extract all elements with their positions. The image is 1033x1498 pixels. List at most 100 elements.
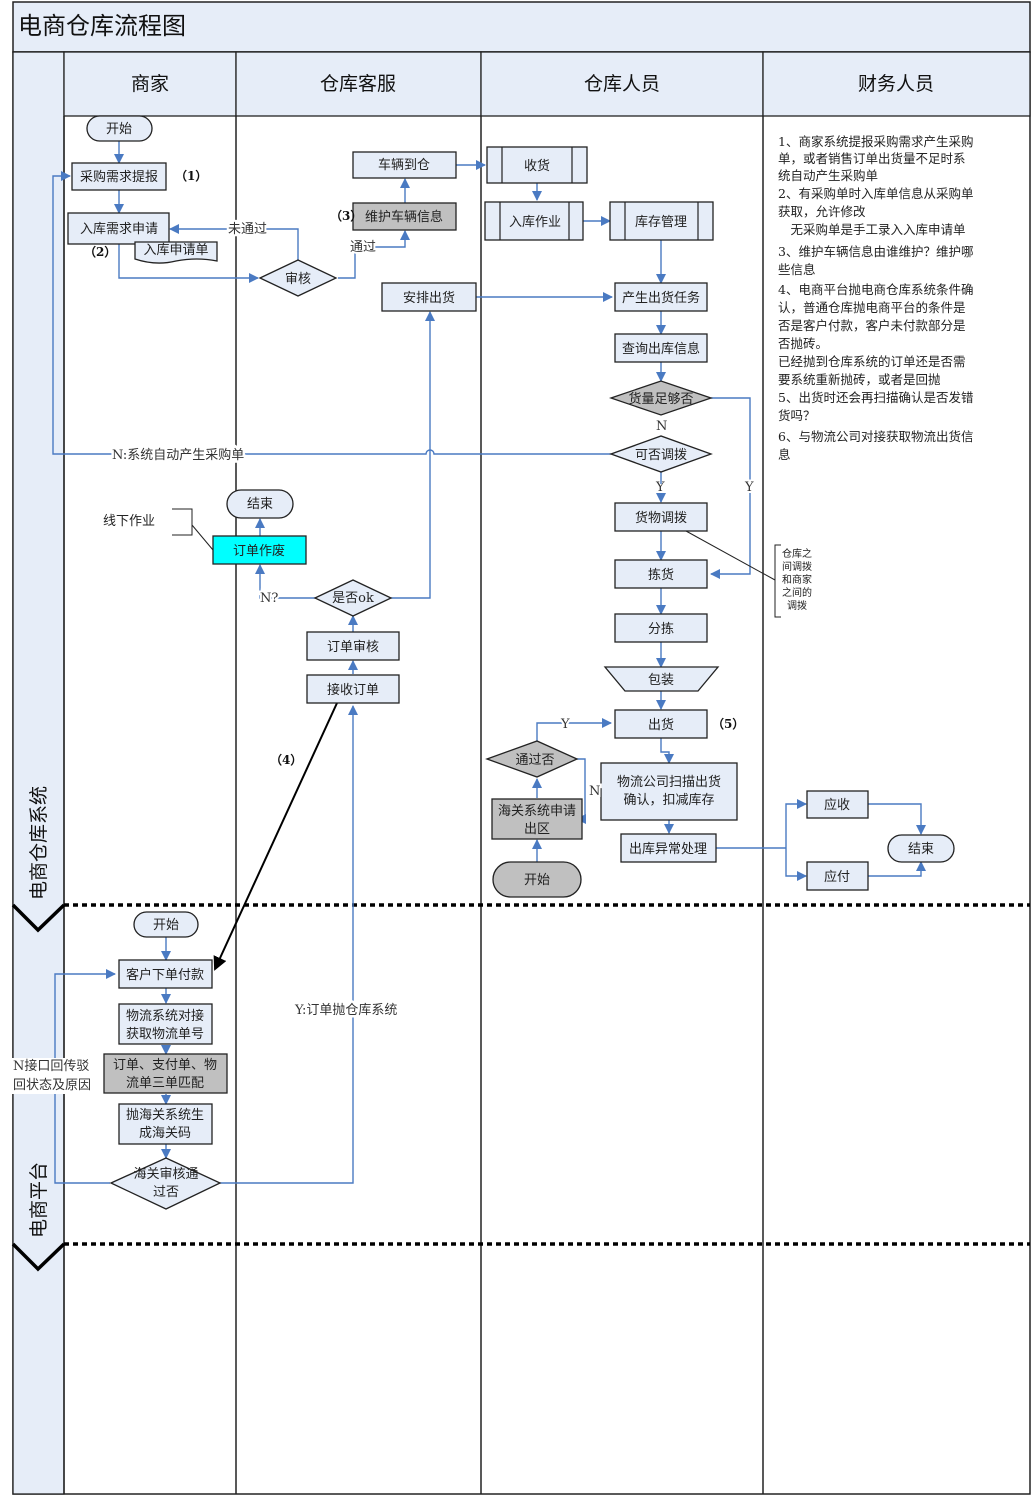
svg-text:客户下单付款: 客户下单付款 <box>126 967 204 983</box>
label-y: Y <box>655 480 665 495</box>
node-packing[interactable]: 包装 <box>603 666 720 692</box>
note-transfer: 仓库之 间调拨 和商家 之间的 调拨 <box>782 547 812 612</box>
node-end-service[interactable]: 结束 <box>226 489 294 519</box>
lane-title-finance: 财务人员 <box>858 73 934 95</box>
node-inbound-work[interactable]: 入库作业 <box>484 201 584 241</box>
lane-title-service: 仓库客服 <box>320 73 396 95</box>
svg-text:5、出货时还会再扫描确认是否发错: 5、出货时还会再扫描确认是否发错 <box>778 390 973 405</box>
node-generate-task[interactable]: 产生出货任务 <box>614 282 708 312</box>
svg-text:N接口回传驳: N接口回传驳 <box>13 1058 89 1074</box>
node-picking[interactable]: 拣货 <box>614 559 708 589</box>
title-bar: 电商仓库流程图 <box>12 1 1031 53</box>
pool-frame <box>12 51 1031 1495</box>
svg-text:1、商家系统提报采购需求产生采购: 1、商家系统提报采购需求产生采购 <box>778 134 973 149</box>
node-arrange-shipping[interactable]: 安排出货 <box>381 282 477 312</box>
step-label-4: （4） <box>270 752 302 767</box>
svg-text:出货: 出货 <box>648 717 674 733</box>
node-start-merchant[interactable]: 开始 <box>86 115 153 142</box>
node-order-void[interactable]: 订单作废 <box>212 535 307 565</box>
svg-text:订单、支付单、物: 订单、支付单、物 <box>113 1058 217 1073</box>
svg-text:获取，允许修改: 获取，允许修改 <box>778 204 866 219</box>
node-is-ok[interactable]: 是否ok <box>313 579 393 617</box>
node-start-warehouse[interactable]: 开始 <box>492 861 582 898</box>
svg-text:应付: 应付 <box>824 869 850 885</box>
svg-text:物流公司扫描出货: 物流公司扫描出货 <box>617 774 721 790</box>
svg-text:开始: 开始 <box>524 873 550 888</box>
node-customs-pass[interactable]: 海关审核通 过否 <box>109 1157 222 1210</box>
label-order-to-warehouse: Y:订单抛仓库系统 <box>294 1002 397 1018</box>
node-maintain-vehicle[interactable]: 维护车辆信息 <box>352 202 457 231</box>
node-payable[interactable]: 应付 <box>806 861 869 891</box>
svg-text:开始: 开始 <box>106 122 132 137</box>
svg-text:采购需求提报: 采购需求提报 <box>80 169 158 185</box>
node-end-finance[interactable]: 结束 <box>887 834 955 863</box>
node-inbound-request[interactable]: 入库需求申请 <box>67 212 170 245</box>
node-customs-apply[interactable]: 海关系统申请 出区 <box>491 798 583 840</box>
node-inventory-mgmt[interactable]: 库存管理 <box>609 201 714 241</box>
node-logistics-scan[interactable]: 物流公司扫描出货 确认，扣减库存 <box>600 762 738 821</box>
label-n-question: N? <box>260 591 278 606</box>
node-goods-transfer[interactable]: 货物调拨 <box>614 502 708 532</box>
row-chevron-icon <box>11 1242 66 1272</box>
svg-text:出库异常处理: 出库异常处理 <box>629 841 707 857</box>
node-purchase-request[interactable]: 采购需求提报 <box>71 162 167 191</box>
svg-text:应收: 应收 <box>824 797 850 813</box>
node-pass-check[interactable]: 通过否 <box>485 740 579 778</box>
node-customer-order[interactable]: 客户下单付款 <box>118 959 213 989</box>
lane-header-merchant <box>63 51 237 117</box>
svg-text:通过否: 通过否 <box>515 753 554 768</box>
page-title: 电商仓库流程图 <box>18 12 186 40</box>
svg-text:拣货: 拣货 <box>648 567 674 583</box>
svg-text:订单作废: 订单作废 <box>233 543 285 559</box>
node-receivable[interactable]: 应收 <box>806 790 869 819</box>
svg-text:确认，扣减库存: 确认，扣减库存 <box>623 792 714 808</box>
node-logistics-dock[interactable]: 物流系统对接 获取物流单号 <box>118 1003 213 1045</box>
step-label-5: （5） <box>712 716 744 731</box>
svg-text:和商家: 和商家 <box>782 573 812 586</box>
connectors <box>52 141 926 1184</box>
svg-text:可否调拨: 可否调拨 <box>635 448 687 463</box>
svg-text:否抛砖。: 否抛砖。 <box>778 336 828 351</box>
svg-text:审核: 审核 <box>285 272 311 287</box>
svg-text:调拨: 调拨 <box>787 599 807 612</box>
svg-text:统自动产生采购单: 统自动产生采购单 <box>778 168 878 183</box>
node-receive-order[interactable]: 接收订单 <box>306 674 400 704</box>
node-customs-code[interactable]: 抛海关系统生 成海关码 <box>118 1103 213 1145</box>
node-sorting[interactable]: 分拣 <box>614 613 708 643</box>
node-outbound-exception[interactable]: 出库异常处理 <box>620 833 717 863</box>
svg-text:些信息: 些信息 <box>778 262 816 277</box>
node-vehicle-arrival[interactable]: 车辆到仓 <box>352 151 457 179</box>
svg-text:货吗？: 货吗？ <box>778 408 816 423</box>
svg-text:订单审核: 订单审核 <box>327 640 379 655</box>
label-return-reason: N接口回传驳 回状态及原因 <box>12 1058 97 1094</box>
step-label-1: （1） <box>175 168 207 183</box>
svg-text:单，或者销售订单出货量不足时系: 单，或者销售订单出货量不足时系 <box>778 151 966 166</box>
node-order-review[interactable]: 订单审核 <box>306 631 400 661</box>
svg-text:2、有采购单时入库单信息从采购单: 2、有采购单时入库单信息从采购单 <box>778 186 973 201</box>
node-shipping[interactable]: 出货 <box>614 709 708 739</box>
lane-header-finance <box>762 51 1031 117</box>
svg-text:间调拨: 间调拨 <box>782 560 812 573</box>
svg-text:出区: 出区 <box>524 822 550 837</box>
lane-header-warehouse <box>480 51 764 117</box>
node-receiving[interactable]: 收货 <box>486 146 588 184</box>
label-y-right: Y <box>744 480 754 495</box>
node-query-outbound[interactable]: 查询出库信息 <box>614 333 708 363</box>
node-review[interactable]: 审核 <box>258 259 338 297</box>
lane-header-service <box>235 51 482 117</box>
node-three-match[interactable]: 订单、支付单、物 流单三单匹配 <box>103 1053 228 1094</box>
node-inbound-form[interactable]: 入库申请单 <box>134 241 218 264</box>
label-offline-work: 线下作业 <box>103 514 155 529</box>
row-title-warehouse-system: 电商仓库系统 <box>28 786 50 900</box>
node-can-transfer[interactable]: 可否调拨 <box>609 435 713 473</box>
svg-text:海关审核通: 海关审核通 <box>133 1167 198 1182</box>
svg-text:维护车辆信息: 维护车辆信息 <box>365 209 443 225</box>
notes-block: 1、商家系统提报采购需求产生采购 单，或者销售订单出货量不足时系 统自动产生采购… <box>778 134 973 462</box>
node-start-platform[interactable]: 开始 <box>133 911 199 938</box>
svg-text:无采购单是手工录入入库申请单: 无采购单是手工录入入库申请单 <box>778 222 966 237</box>
svg-text:货量足够否: 货量足够否 <box>628 391 693 407</box>
lane-title-warehouse: 仓库人员 <box>584 73 660 95</box>
svg-text:货物调拨: 货物调拨 <box>635 510 687 526</box>
node-stock-enough[interactable]: 货量足够否 <box>608 380 714 416</box>
